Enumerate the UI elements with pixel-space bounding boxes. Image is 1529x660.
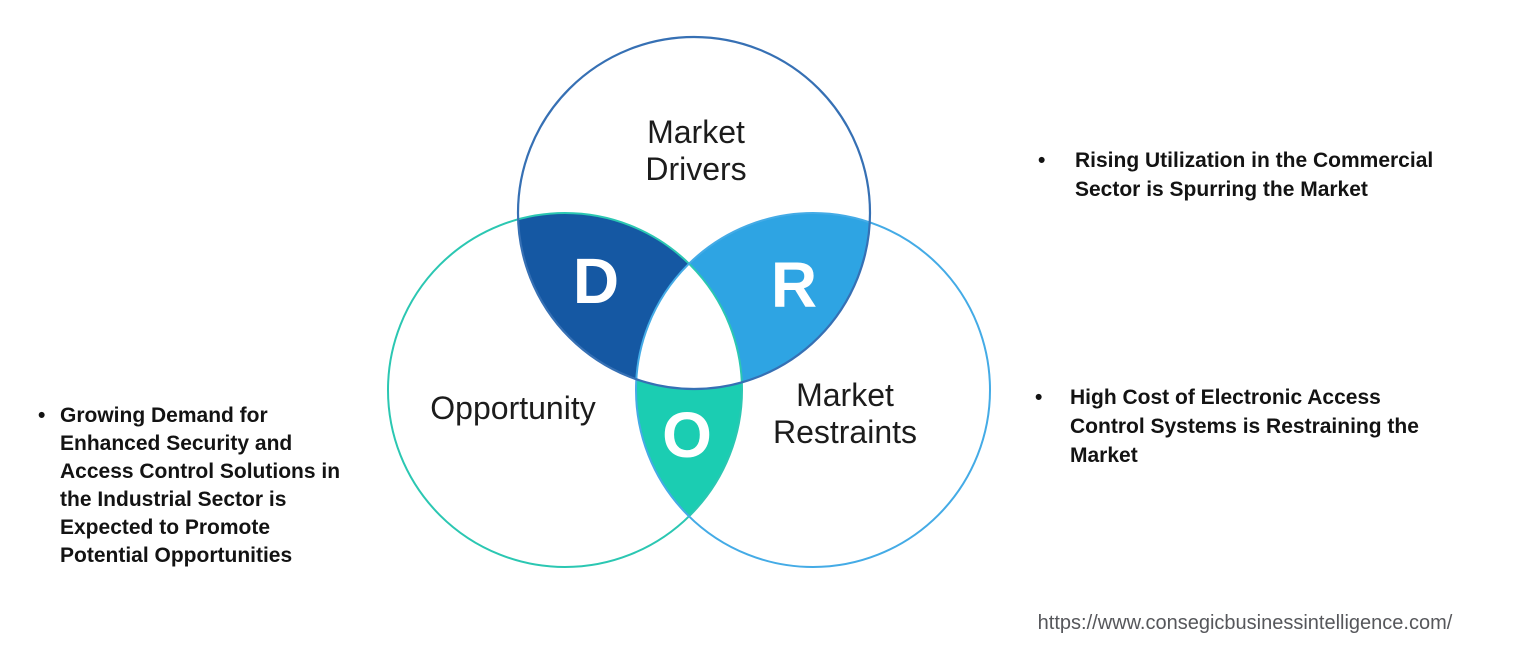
footer-url: https://www.consegicbusinessintelligence… (1037, 612, 1453, 634)
bullet-icon: • (1038, 149, 1046, 172)
opportunity-circle-outline (387, 212, 743, 568)
label-opportunity: Opportunity (430, 390, 596, 426)
note-right-top: • Rising Utilization in the Commercial S… (1038, 146, 1433, 204)
bullet-icon: • (1035, 386, 1043, 409)
label-market-drivers: Market Drivers (645, 114, 747, 187)
note-left: • Growing Demand for Enhanced Security a… (38, 402, 340, 570)
label-market-restraints: Market Restraints (772, 377, 918, 450)
d-lens-fill (518, 213, 742, 389)
note-left-text: Growing Demand for Enhanced Security and… (60, 404, 341, 567)
note-right-top-text: Rising Utilization in the Commercial Sec… (1075, 149, 1434, 201)
letter-r: R (770, 249, 818, 321)
note-right-bottom-text: High Cost of Electronic Access Control S… (1070, 386, 1419, 467)
letter-d: D (572, 245, 620, 317)
drivers-circle-outline (516, 35, 872, 391)
restraints-circle-outline (635, 212, 991, 568)
r-lens (636, 213, 870, 389)
d-lens (518, 213, 742, 389)
r-lens-fill (636, 213, 870, 389)
bullet-icon: • (38, 404, 46, 427)
letter-o: O (662, 399, 712, 471)
note-right-bottom: • High Cost of Electronic Access Control… (1035, 383, 1419, 470)
